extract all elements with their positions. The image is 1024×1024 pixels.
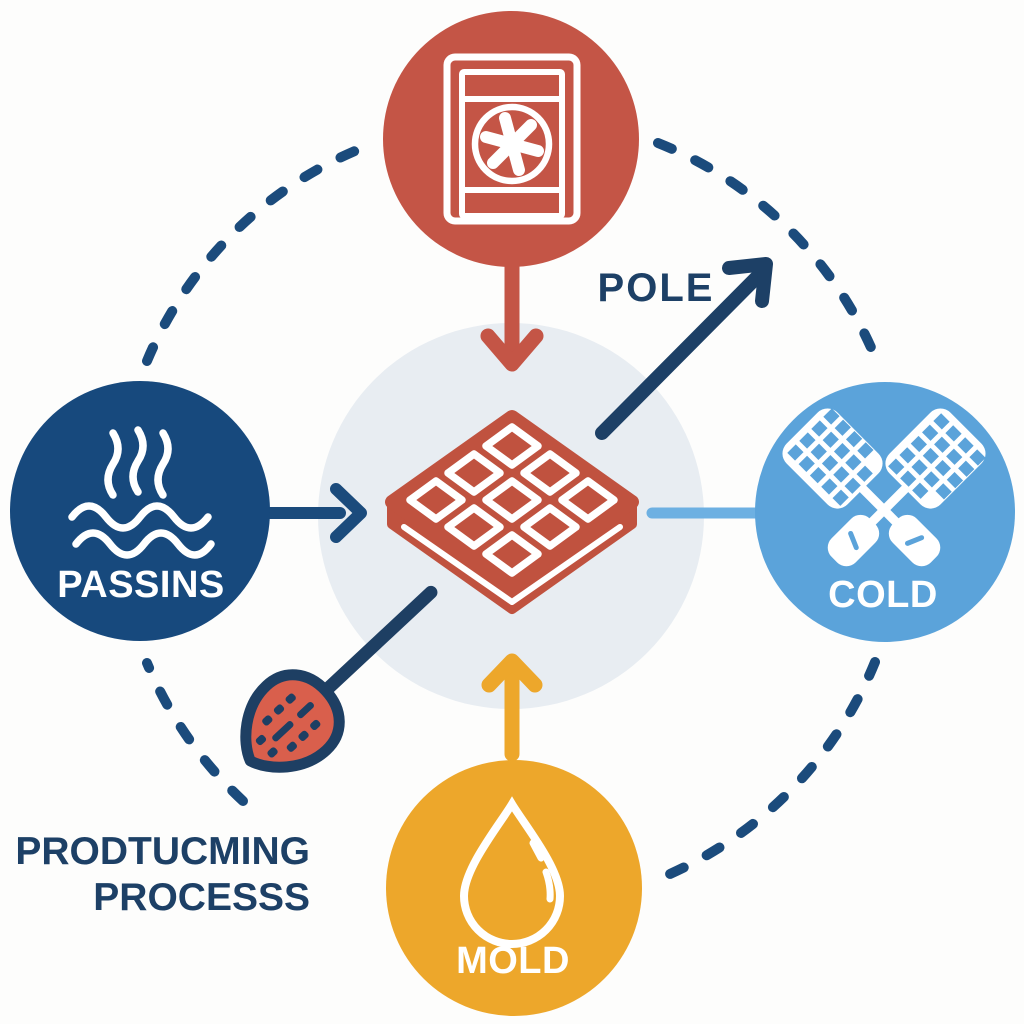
node-bottom-label: MOLD	[456, 940, 570, 982]
pole-arrow	[595, 257, 773, 440]
waffle-icon	[385, 410, 639, 614]
spatula-handle	[311, 585, 438, 704]
waffle-top-face	[385, 410, 639, 594]
connectors	[260, 254, 773, 762]
dashed-arc-top-left	[142, 143, 367, 366]
top-arrow	[480, 254, 544, 372]
node-top	[383, 11, 639, 267]
steam-over-water-icon	[68, 426, 215, 559]
fly-swatter-icon	[782, 408, 941, 567]
dashed-arc-top-right	[653, 138, 878, 357]
bottom-arrow	[481, 653, 543, 762]
diagram-title-line1: PRODTUCMING	[15, 830, 310, 873]
pole-arrow-label: POLE	[598, 266, 715, 310]
node-left-circle	[10, 381, 270, 641]
waffle-edge-highlight	[401, 524, 623, 605]
diagram-title: PRODTUCMING PROCESSS	[15, 830, 310, 919]
node-right: COLD	[755, 382, 1015, 642]
waffle-cells	[406, 423, 618, 577]
fan-blades-icon	[480, 112, 544, 176]
node-bottom: MOLD	[386, 760, 642, 1016]
node-left: PASSINS	[10, 381, 270, 641]
water-drop-icon	[459, 796, 565, 948]
node-right-label: COLD	[828, 574, 938, 616]
packaging-box-fan-icon	[443, 53, 581, 225]
dashed-arc-bottom-right	[658, 657, 880, 882]
node-left-label: PASSINS	[57, 564, 225, 606]
crossed-fly-swatters-icon	[782, 408, 986, 567]
left-arrow	[260, 483, 367, 543]
spatula-icon	[240, 585, 438, 773]
fly-swatter-icon	[827, 408, 986, 567]
node-bottom-circle	[386, 760, 642, 1016]
spatula-blade	[240, 669, 345, 773]
diagram-title-line2: PROCESSS	[93, 876, 310, 919]
dashed-arc-bottom-left	[142, 658, 248, 806]
dashed-orbit	[142, 138, 880, 882]
spatula-holes	[255, 693, 321, 758]
